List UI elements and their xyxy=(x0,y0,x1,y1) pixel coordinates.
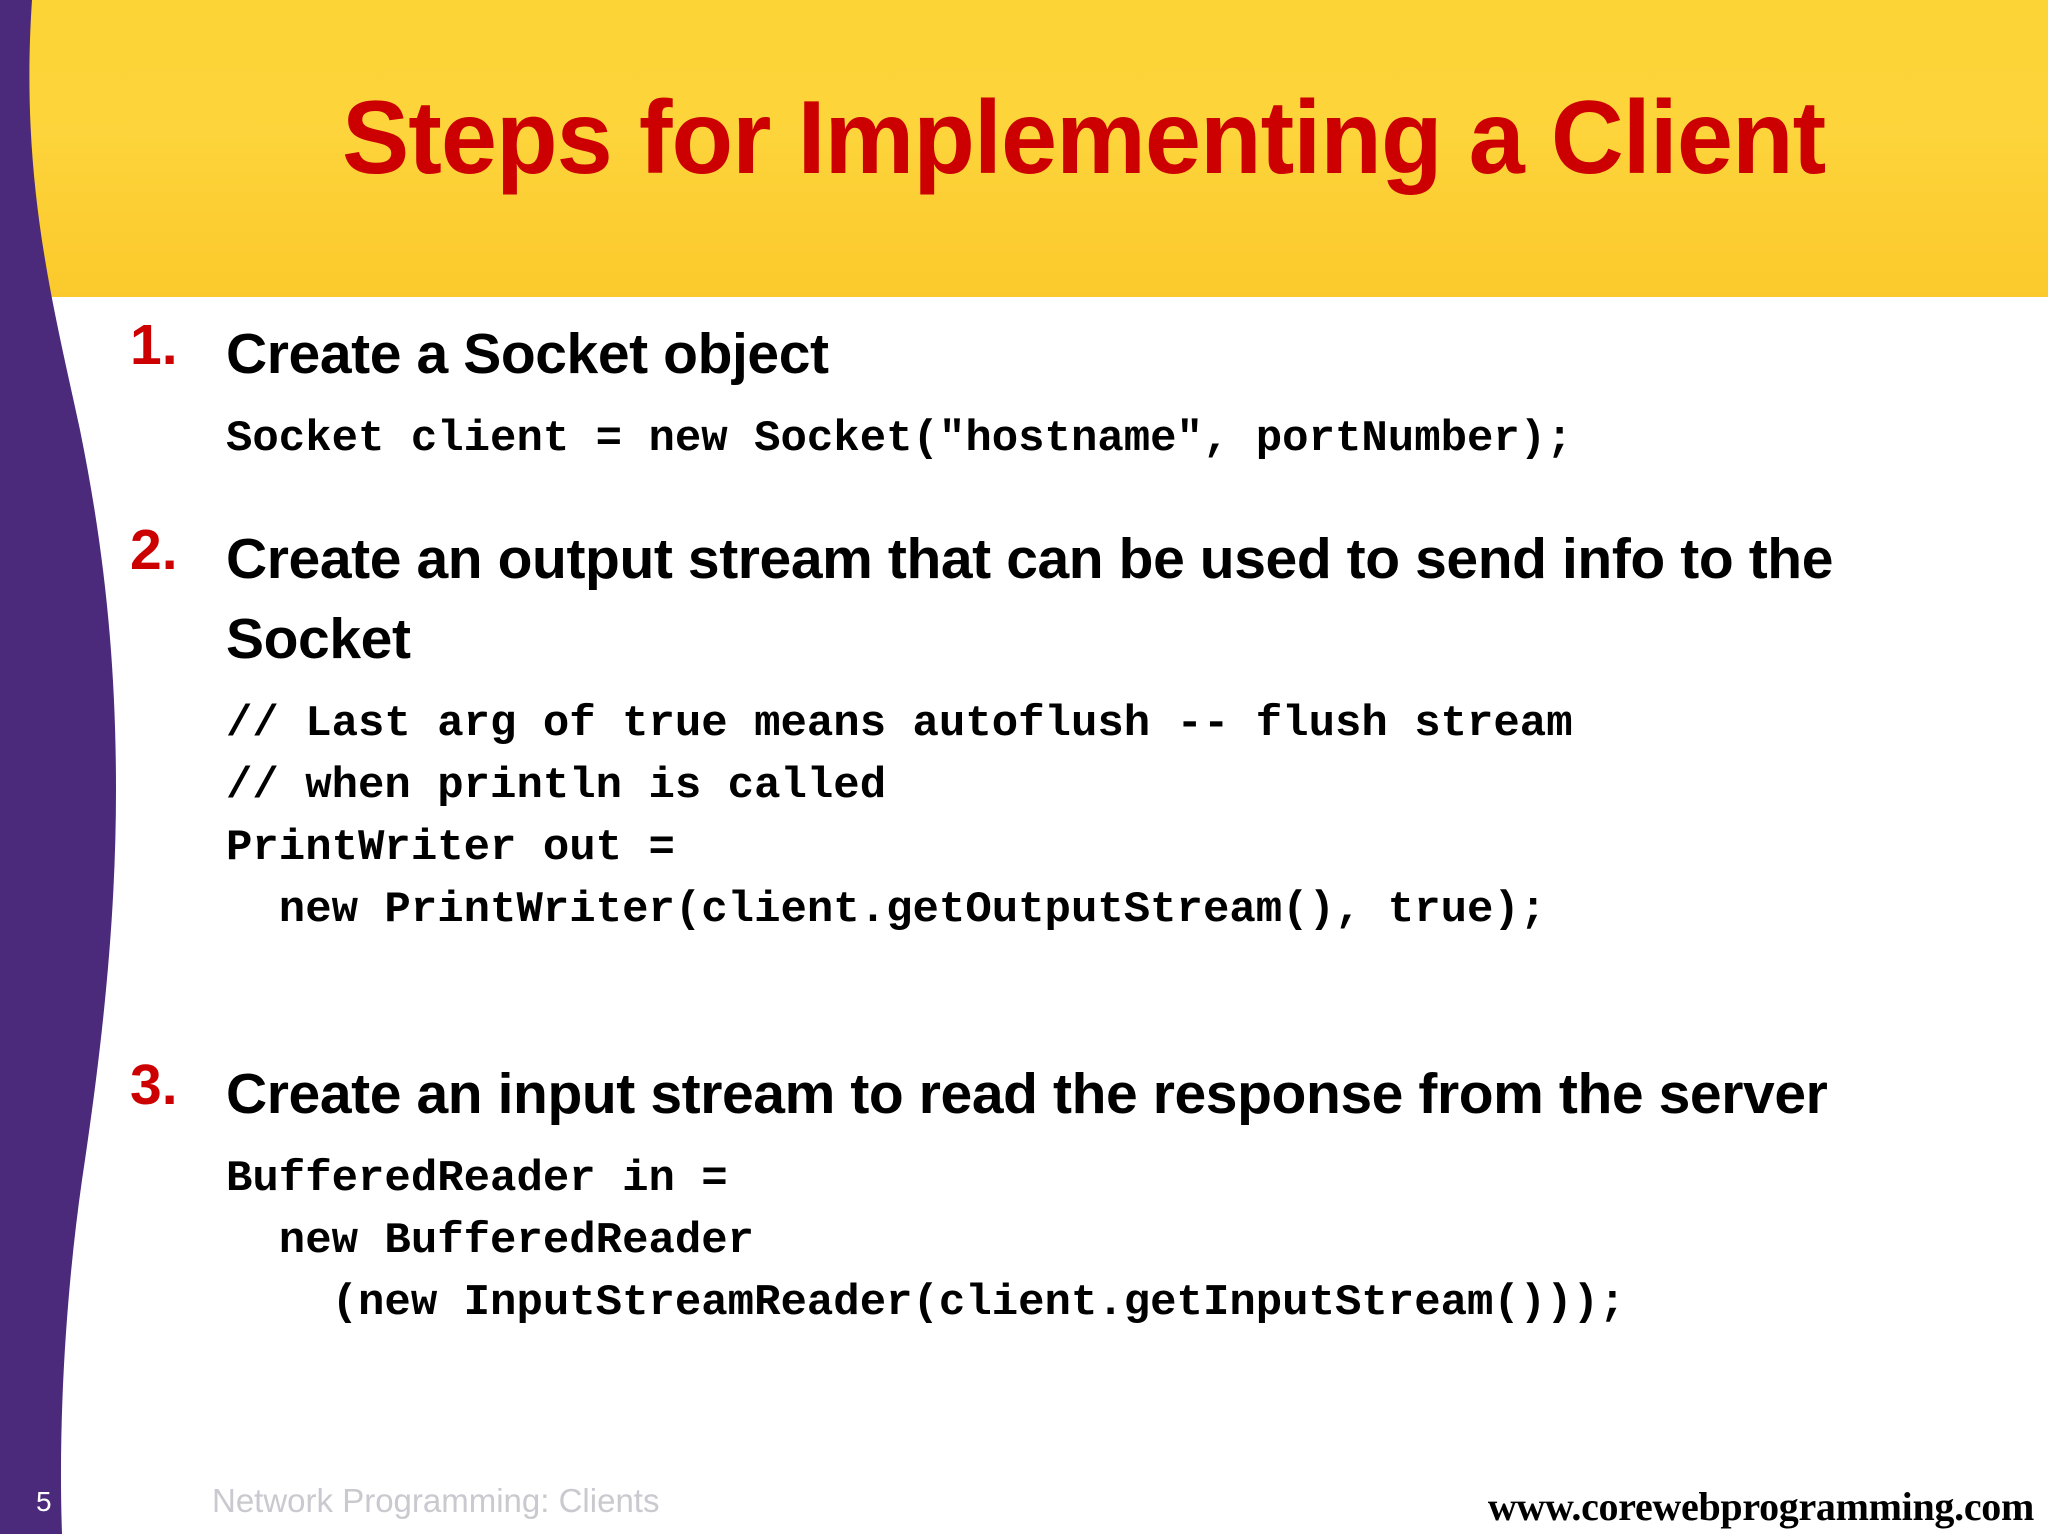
step-1-heading: 1. Create a Socket object xyxy=(130,314,2030,394)
step-3-title: Create an input stream to read the respo… xyxy=(226,1062,1828,1126)
step-item-2: 2. Create an output stream that can be u… xyxy=(130,519,2030,941)
step-1-code: Socket client = new Socket("hostname", p… xyxy=(226,414,1573,464)
slide-title-text: Steps for Implementing a Client xyxy=(342,79,1826,196)
footer-url: www.corewebprogramming.com xyxy=(1487,1484,2034,1529)
step-item-1: 1. Create a Socket object Socket client … xyxy=(130,314,2030,470)
step-2-title: Create an output stream that can be used… xyxy=(226,527,1834,671)
footer-subtitle: Network Programming: Clients xyxy=(212,1482,660,1519)
slide-body: 1. Create a Socket object Socket client … xyxy=(0,297,2048,1477)
step-2-heading: 2. Create an output stream that can be u… xyxy=(130,519,2030,679)
step-3-code: BufferedReader in = new BufferedReader (… xyxy=(226,1154,1626,1328)
step-2-number: 2. xyxy=(130,518,178,582)
step-2-code: // Last arg of true means autoflush -- f… xyxy=(226,699,1573,935)
step-1-number: 1. xyxy=(130,313,178,377)
title-banner xyxy=(0,0,2048,297)
step-1-title: Create a Socket object xyxy=(226,322,829,386)
slide-title: Steps for Implementing a Client xyxy=(0,0,2048,297)
footer-page-number: 5 xyxy=(36,1486,52,1517)
step-item-3: 3. Create an input stream to read the re… xyxy=(130,1054,2030,1334)
step-3-number: 3. xyxy=(130,1053,178,1117)
step-3-heading: 3. Create an input stream to read the re… xyxy=(130,1054,2030,1134)
